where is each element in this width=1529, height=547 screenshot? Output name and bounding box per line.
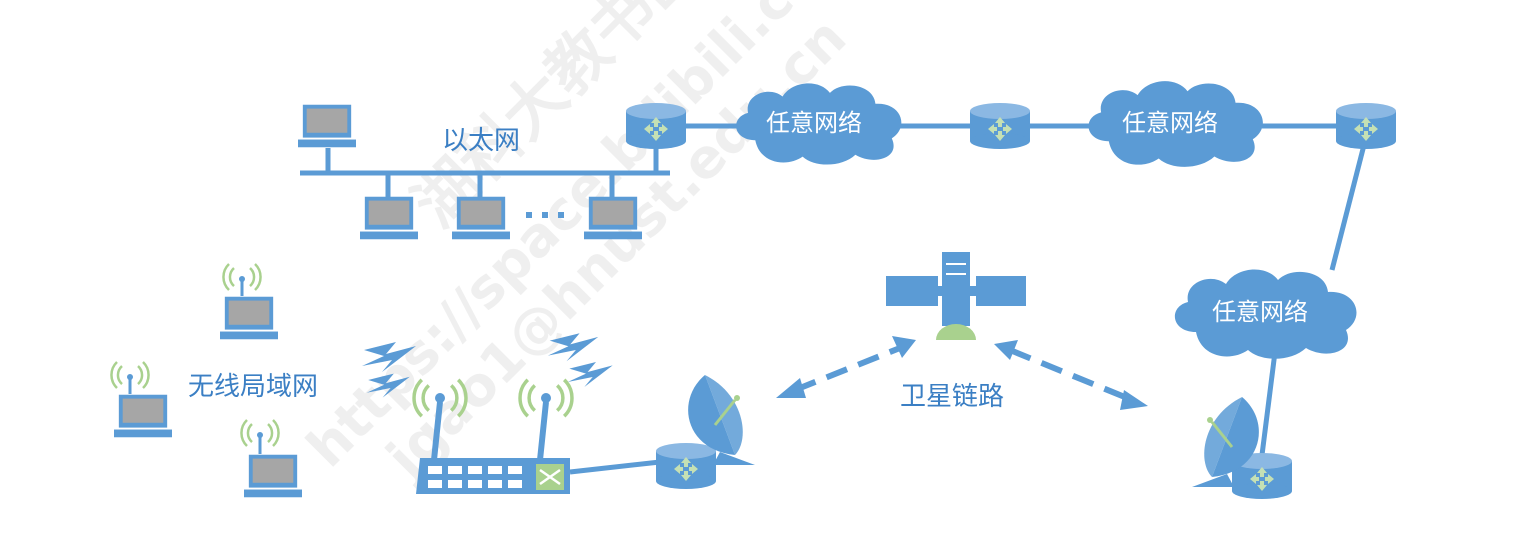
wireless-access-point-icon — [412, 377, 574, 494]
lightning-icon — [567, 362, 613, 387]
cloud-label: 任意网络 — [1122, 109, 1218, 137]
laptop-icon — [584, 196, 642, 240]
laptop-icon — [244, 454, 302, 498]
laptop-icon — [114, 394, 172, 438]
cloud-label: 任意网络 — [1212, 298, 1308, 326]
laptop-icon — [360, 196, 418, 240]
router-icon — [626, 103, 686, 149]
laptop-icon — [452, 196, 510, 240]
links — [300, 123, 1367, 475]
ellipsis-dots — [526, 212, 564, 218]
wlan-label: 无线局域网 — [188, 372, 319, 402]
watermark-line-3: jgao1@hnust.edu.cn — [373, 6, 858, 491]
router-icon — [970, 103, 1030, 149]
watermark: 湖科大教书匠 https://space.bilibili.com jgao1@… — [295, 0, 872, 491]
router-icon — [656, 443, 716, 489]
satellite-link-label: 卫星链路 — [900, 382, 1005, 412]
satellite-icon — [886, 252, 1026, 340]
laptop-icon — [220, 296, 278, 340]
laptop-icon — [298, 104, 356, 148]
router-icon — [1336, 103, 1396, 149]
cloud-label: 任意网络 — [766, 109, 862, 137]
ethernet-label: 以太网 — [442, 126, 521, 156]
satellite-link-arrows — [776, 336, 1148, 410]
